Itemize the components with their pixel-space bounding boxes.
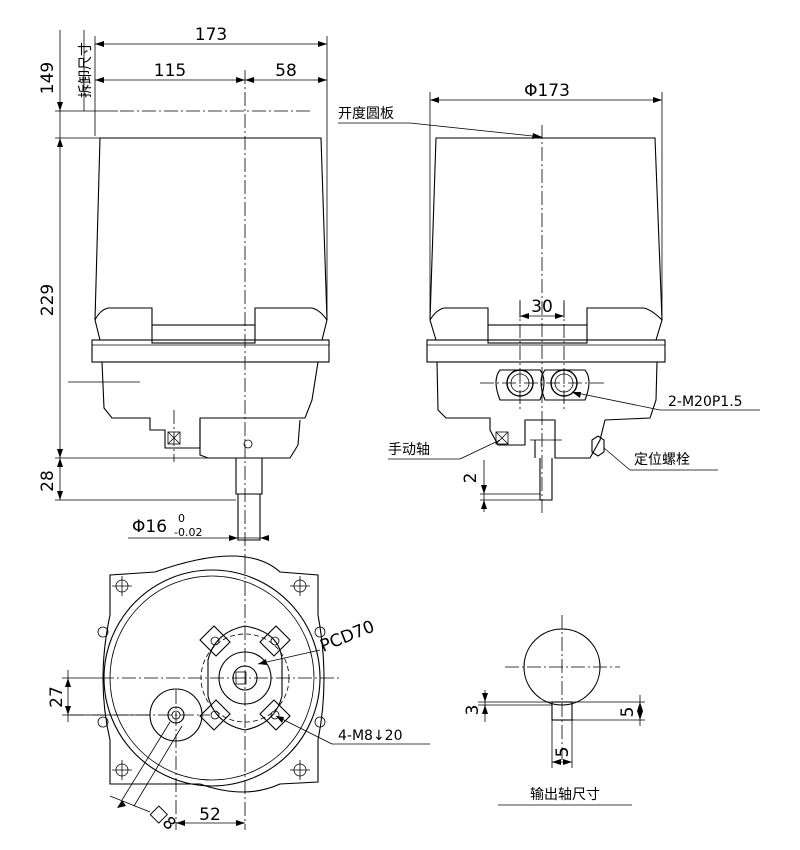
label-pcd: PCD70 [317,617,377,657]
front-view [68,70,330,560]
dim-right-part: 58 [275,61,297,81]
label-positioning-bolt: 定位螺栓 [634,452,690,468]
dim-base-offset-52: 52 [199,805,221,825]
label-removal-dimension: 拆卸尺寸 [78,42,94,98]
dim-shaft-tol-lower: -0.02 [174,526,202,539]
bottom-view [70,555,340,830]
dim-overall-width: 173 [195,25,227,45]
label-mount-holes: 4-M8↓20 [338,728,403,744]
front-dimensions: 173 115 58 149 拆卸尺寸 229 28 Φ16 [38,25,328,541]
dim-shaft-tol-upper: 0 [178,512,185,525]
output-shaft-detail: 3 5 5 输出轴尺寸 [463,615,645,806]
dim-body-height: 229 [38,284,58,316]
dim-key-depth: 3 [463,705,483,716]
dim-key-height: 5 [618,707,638,718]
dim-key-width: 5 [553,747,573,758]
label-manual-shaft: 手动轴 [388,442,430,458]
label-opening-dial: 开度圆板 [338,106,394,122]
corner-bolts [97,576,326,780]
dim-manual-square: □8 [146,801,179,834]
dim-left-part: 115 [154,61,186,81]
dim-side-diameter: Φ173 [524,81,570,101]
label-conduit-thread: 2-M20P1.5 [668,394,743,410]
label-output-shaft-size: 输出轴尺寸 [530,787,600,803]
dim-conduit-spacing: 30 [531,297,553,317]
dim-base-offset-27: 27 [47,686,67,708]
side-dimensions: Φ173 30 2 开度圆板 2-M20P1.5 手动轴 定位螺栓 [338,81,760,512]
dim-small-offset: 2 [461,473,481,484]
side-view [426,125,666,515]
dim-shaft-diameter: Φ16 [132,517,167,537]
dim-shaft-length: 28 [38,470,58,492]
dim-removal-height: 149 [38,62,58,94]
